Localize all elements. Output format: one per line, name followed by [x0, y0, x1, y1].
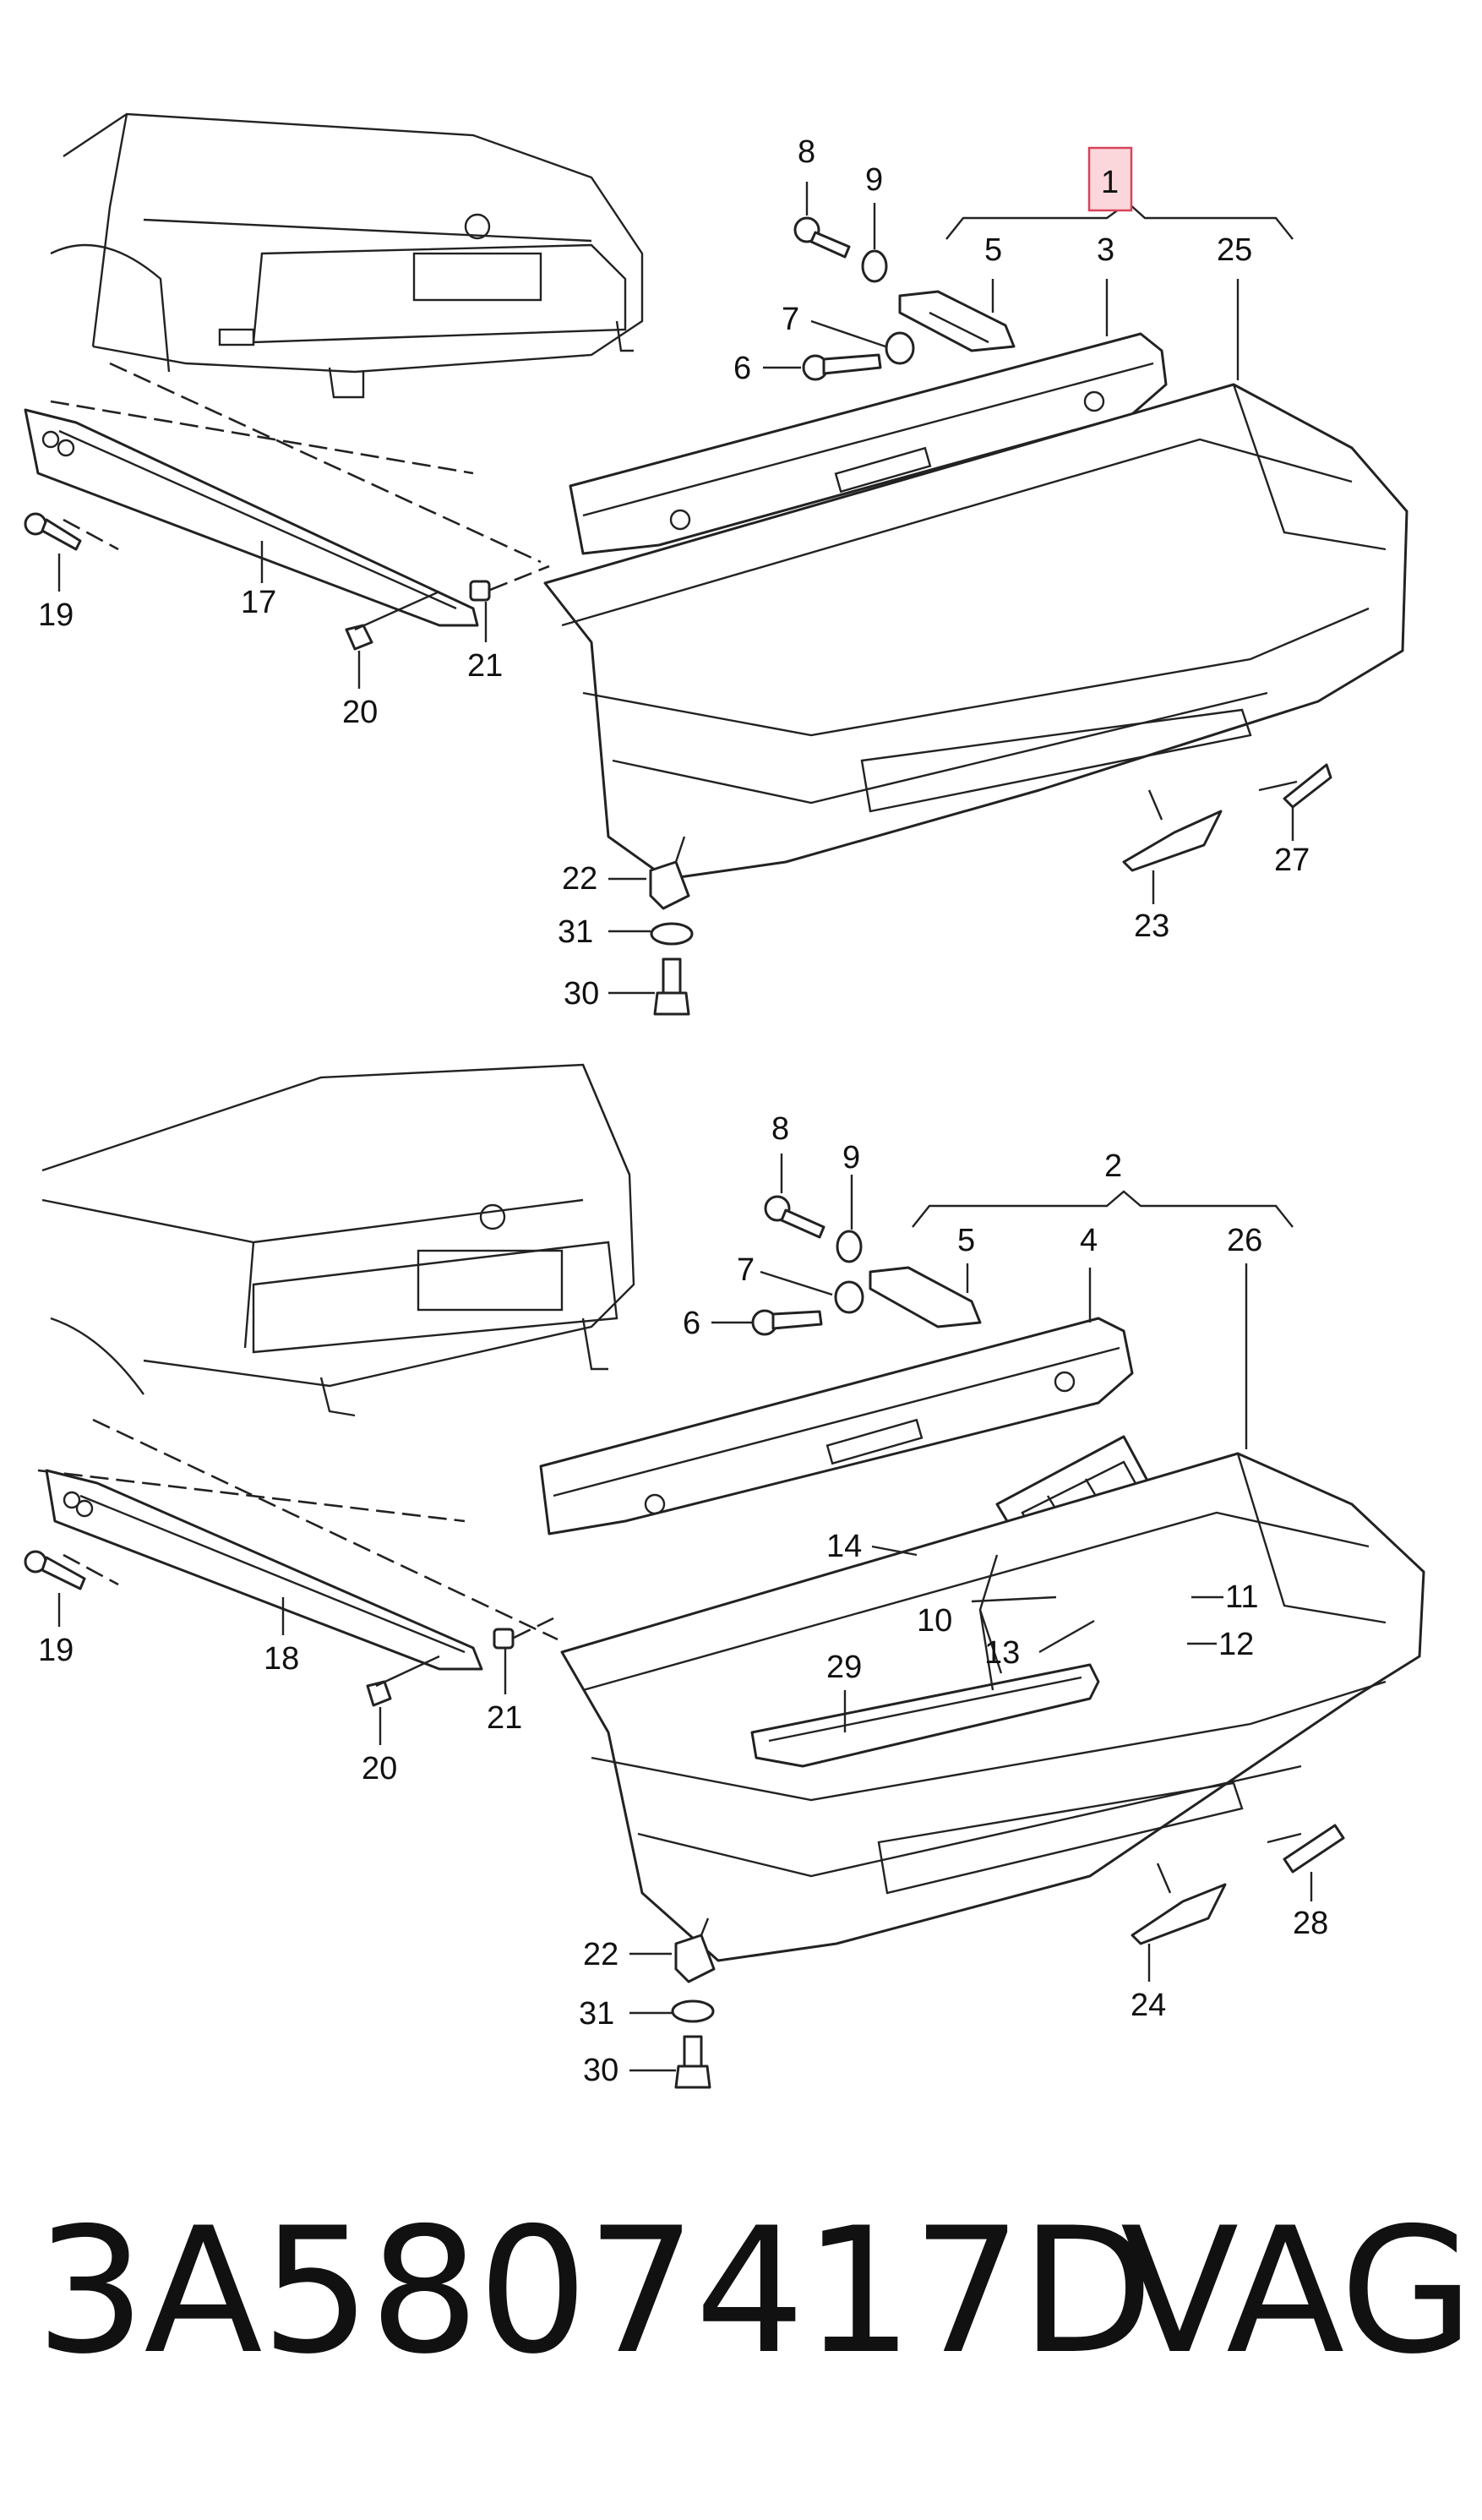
callout-30: 30 [583, 2053, 618, 2088]
washer-7 [885, 331, 915, 365]
callout-6: 6 [733, 351, 751, 386]
callout-21: 21 [467, 648, 503, 684]
callout-30: 30 [564, 976, 599, 1012]
callout-8: 8 [771, 1111, 789, 1147]
bracket-5-bottom [869, 1266, 982, 1328]
callout-9: 9 [865, 162, 883, 198]
tow-eye-cover-24 [1131, 1863, 1227, 1945]
callout-12: 12 [1218, 1627, 1254, 1662]
callout-5: 5 [957, 1223, 975, 1258]
bolt-30-bottom [674, 2035, 711, 2089]
callout-25: 25 [1217, 232, 1252, 268]
bottom-diagram: 2 8 9 5 4 26 7 6 14 10 11 13 12 19 18 21… [24, 1063, 1425, 2089]
callout-3: 3 [1097, 232, 1114, 268]
bumper-cover-25 [543, 383, 1408, 881]
part-number: 3A5807417D [35, 2191, 1154, 2392]
callout-8: 8 [798, 134, 815, 170]
callout-22: 22 [562, 861, 597, 897]
washer-31 [650, 922, 694, 946]
callout-22: 22 [583, 1937, 618, 1972]
callout-9: 9 [842, 1140, 860, 1175]
callout-31: 31 [579, 1996, 614, 2032]
callout-28: 28 [1293, 1906, 1328, 1941]
callout-11: 11 [1225, 1579, 1258, 1615]
bracket-5 [898, 290, 1016, 352]
callout-labels-bottom: 2 8 9 5 4 26 7 6 14 10 11 13 12 19 18 21… [38, 1111, 1328, 2088]
top-diagram: 1 8 9 5 3 25 7 6 19 17 21 20 22 31 30 23… [24, 112, 1408, 1016]
washer-7-bottom [834, 1280, 864, 1314]
seal-strip-29 [750, 1663, 1100, 1768]
callout-7: 7 [782, 302, 799, 337]
group-label-highlight-1 [1087, 146, 1133, 212]
bumper-reinforcement-3 [569, 332, 1168, 555]
side-trim-strip-17 [24, 408, 479, 627]
leader-lines-bottom [57, 1154, 1313, 2072]
leader-lines-top [57, 182, 1294, 995]
car-rear-wagon-illustration [41, 1063, 635, 1417]
clip-20 [345, 590, 440, 651]
washer-9 [861, 249, 888, 283]
callout-17: 17 [241, 585, 276, 620]
clip-22-bottom [674, 1917, 716, 1983]
callout-5: 5 [984, 232, 1002, 268]
bolt-8 [793, 216, 851, 259]
group-label-2: 2 [1104, 1148, 1122, 1184]
callout-19: 19 [38, 597, 74, 633]
cover-28 [1267, 1824, 1345, 1874]
parts-exploded-diagram: 1 8 9 5 3 25 7 6 19 17 21 20 22 31 30 23… [24, 112, 1425, 2089]
callout-20: 20 [362, 1751, 397, 1786]
bolt-6-bottom [751, 1309, 823, 1336]
bolt-6 [802, 353, 882, 381]
callout-4: 4 [1080, 1223, 1098, 1258]
callout-23: 23 [1134, 908, 1169, 944]
nut-21 [469, 565, 550, 602]
callout-10: 10 [917, 1603, 952, 1639]
callout-27: 27 [1274, 843, 1310, 878]
bumper-reinforcement-4 [539, 1317, 1134, 1535]
brand-name: VAG [1120, 2191, 1474, 2392]
callout-18: 18 [264, 1641, 299, 1677]
callout-31: 31 [558, 914, 593, 950]
callout-26: 26 [1227, 1223, 1262, 1258]
screw-19 [24, 512, 119, 551]
callout-14: 14 [826, 1529, 862, 1564]
callout-21: 21 [487, 1700, 522, 1736]
side-trim-strip-18 [45, 1469, 483, 1671]
callout-20: 20 [342, 695, 378, 730]
tow-eye-cover-23 [1122, 789, 1223, 872]
car-rear-sedan-illustration [50, 112, 644, 399]
washer-9-bottom [836, 1230, 863, 1263]
callout-24: 24 [1131, 1988, 1166, 2023]
clip-20-bottom [366, 1655, 440, 1707]
group-label-1: 1 [1101, 165, 1119, 200]
callout-7: 7 [737, 1252, 755, 1288]
screw-19-bottom [24, 1550, 119, 1590]
washer-31-bottom [671, 1999, 715, 2023]
cover-27 [1258, 763, 1332, 809]
callout-labels-top: 1 8 9 5 3 25 7 6 19 17 21 20 22 31 30 23… [38, 134, 1310, 1012]
bolt-30 [653, 957, 690, 1016]
callout-19: 19 [38, 1633, 74, 1668]
callout-13: 13 [984, 1635, 1020, 1671]
callout-6: 6 [683, 1306, 700, 1341]
callout-29: 29 [826, 1650, 862, 1685]
clip-22 [649, 836, 690, 910]
nut-21-bottom [493, 1617, 554, 1650]
bolt-8-bottom [764, 1195, 825, 1239]
